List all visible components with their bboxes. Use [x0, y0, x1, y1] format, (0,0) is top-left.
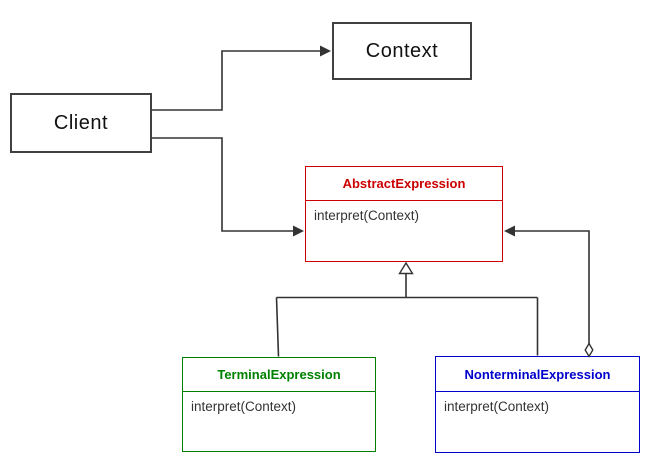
nonterminal-expression-title: NonterminalExpression [436, 357, 639, 392]
abstract-expression-title: AbstractExpression [306, 167, 502, 201]
client-abstract-connector [152, 137, 304, 237]
terminal-expression-method: interpret(Context) [191, 399, 297, 414]
context-label: Context [365, 39, 439, 62]
arrowhead-icon [504, 225, 515, 237]
class-box-context: Context [332, 22, 472, 80]
class-box-nonterminal-expression: NonterminalExpression interpret(Context) [435, 356, 640, 453]
aggregation-connector [504, 225, 594, 358]
arrowhead-icon [320, 45, 331, 57]
class-box-terminal-expression: TerminalExpression interpret(Context) [182, 357, 376, 452]
class-box-client: Client [10, 93, 152, 153]
arrowhead-icon [293, 225, 304, 237]
nonterminal-expression-method: interpret(Context) [444, 399, 550, 414]
client-context-connector [152, 45, 331, 111]
terminal-expression-title: TerminalExpression [183, 358, 375, 392]
inheritance-triangle-icon [398, 261, 414, 275]
client-label: Client [53, 111, 109, 134]
abstract-expression-method: interpret(Context) [314, 208, 420, 223]
inheritance-connector [275, 261, 539, 357]
class-box-abstract-expression: AbstractExpression interpret(Context) [305, 166, 503, 262]
aggregation-diamond-icon [584, 342, 594, 358]
